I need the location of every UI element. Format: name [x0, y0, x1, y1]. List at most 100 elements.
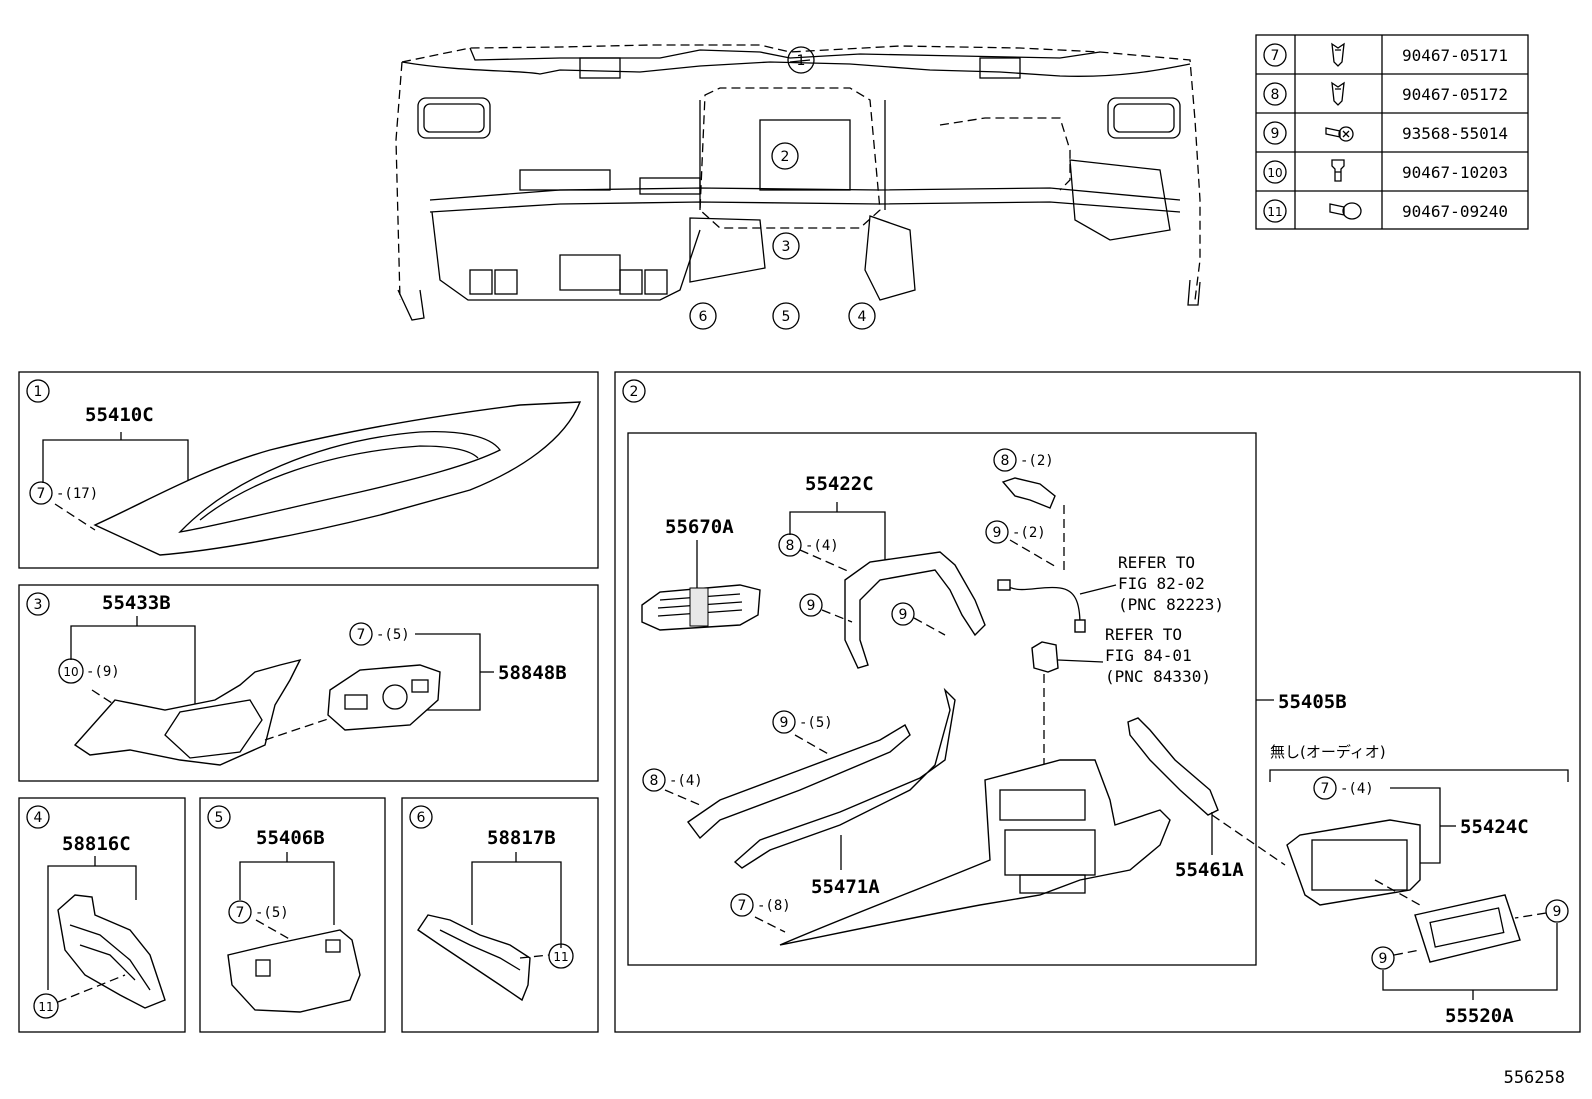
- panel-number: 2: [630, 384, 639, 400]
- air-vent-part-icon: [641, 584, 761, 631]
- callout: 8: [1001, 453, 1010, 469]
- quantity: -(4): [669, 773, 703, 789]
- callout: 7: [37, 486, 46, 502]
- panel-6: 6 58817B 11: [401, 797, 599, 1033]
- switch-bezel-part-icon: [327, 664, 441, 731]
- bracket-part-icon: [1001, 477, 1056, 509]
- reference-note: FIG 84-01: [1105, 646, 1192, 665]
- callout: 7: [357, 627, 366, 643]
- panel-4: 4 58816C 11: [18, 797, 186, 1033]
- callout: 10: [63, 665, 78, 679]
- panel-number: 3: [34, 597, 43, 613]
- table-part-number: 90467-10203: [1402, 163, 1508, 182]
- upper-panel-part-icon: [93, 401, 582, 556]
- panel-number: 6: [417, 810, 426, 826]
- side-garnish-part-icon: [1127, 717, 1219, 816]
- panel-number: 5: [215, 810, 224, 826]
- clip-icon: [1331, 42, 1345, 67]
- overview-callout: 2: [781, 149, 790, 165]
- callout: 8: [650, 773, 659, 789]
- part-label-55461A: 55461A: [1175, 859, 1244, 881]
- quantity: -(5): [799, 715, 833, 731]
- table-callout: 8: [1271, 87, 1280, 103]
- quantity: -(2): [1012, 525, 1046, 541]
- callout: 9: [1553, 904, 1562, 920]
- callout: 9: [899, 607, 908, 623]
- lower-cover-part-icon: [227, 929, 361, 1013]
- table-callout: 9: [1271, 126, 1280, 142]
- lower-panel-part-icon: [57, 894, 166, 1009]
- panel-2: 2 55405B 55670A 55422C 8 -(4) 9 9 8: [614, 371, 1581, 1033]
- clip-icon: [1331, 159, 1345, 182]
- quantity: -(4): [805, 538, 839, 554]
- table-row: 9 93568-55014: [1263, 121, 1508, 145]
- callout: 9: [1379, 951, 1388, 967]
- part-label-58816C: 58816C: [62, 833, 131, 855]
- overview-callout: 5: [782, 309, 791, 325]
- callout: 11: [553, 950, 568, 964]
- callout: 9: [780, 715, 789, 731]
- part-label-55424C: 55424C: [1460, 816, 1529, 838]
- part-label-58848B: 58848B: [498, 662, 567, 684]
- table-row: 8 90467-05172: [1263, 81, 1508, 106]
- part-label-55406B: 55406B: [256, 827, 325, 849]
- part-label-55471A: 55471A: [811, 876, 880, 898]
- table-callout: 7: [1271, 48, 1280, 64]
- lower-center-panel-part-icon: [73, 658, 341, 766]
- callout: 9: [807, 598, 816, 614]
- part-label-55520A: 55520A: [1445, 1005, 1514, 1027]
- wire-harness-part-icon: [997, 579, 1086, 633]
- overview-callout: 3: [782, 239, 791, 255]
- quantity: -(2): [1020, 453, 1054, 469]
- part-label-55405B: 55405B: [1278, 691, 1347, 713]
- reference-note: REFER TO: [1105, 625, 1182, 644]
- callout: 7: [738, 898, 747, 914]
- display-part-icon: [1414, 894, 1521, 963]
- figure-id: 556258: [1504, 1068, 1565, 1088]
- lower-side-panel-part-icon: [417, 914, 531, 1002]
- panel-5: 5 55406B 7 -(5): [199, 797, 386, 1033]
- quantity: -(4): [1340, 781, 1374, 797]
- callout: 7: [236, 905, 245, 921]
- screw-icon: [1325, 126, 1354, 142]
- quantity: -(5): [255, 905, 289, 921]
- reference-note: (PNC 82223): [1118, 595, 1224, 614]
- reference-note: (PNC 84330): [1105, 667, 1211, 686]
- callout: 11: [38, 1000, 53, 1014]
- quantity: -(9): [86, 664, 120, 680]
- panel-number: 4: [34, 810, 43, 826]
- reference-note: FIG 82-02: [1118, 574, 1205, 593]
- audio-bracket-part-icon: [1286, 819, 1421, 906]
- callout: 7: [1321, 781, 1330, 797]
- clip-icon: [1331, 81, 1345, 106]
- switch-part-icon: [1031, 641, 1059, 673]
- panel-1: 1 55410C 7 -(17): [18, 371, 599, 569]
- callout: 9: [993, 525, 1002, 541]
- overview-callout: 4: [858, 309, 867, 325]
- stack-bracket-part-icon: [844, 551, 986, 669]
- quantity: -(8): [757, 898, 791, 914]
- center-panel-part-icon: [779, 759, 1171, 946]
- dashboard-overview: 1 2 3 4 5 6: [395, 44, 1201, 330]
- rivet-icon: [1329, 202, 1362, 220]
- table-part-number: 90467-05172: [1402, 85, 1508, 104]
- table-row: 11 90467-09240: [1263, 199, 1508, 223]
- reference-note: REFER TO: [1118, 553, 1195, 572]
- part-label-55422C: 55422C: [805, 473, 874, 495]
- table-part-number: 90467-05171: [1402, 46, 1508, 65]
- callout: 8: [786, 538, 795, 554]
- table-callout: 11: [1267, 205, 1282, 219]
- fastener-table: 7 90467-05171 8 90467-05172 9 93568-5501…: [1255, 34, 1529, 230]
- table-callout: 10: [1267, 166, 1282, 180]
- part-label-55410C: 55410C: [85, 404, 154, 426]
- audio-note: 無し(オーディオ): [1270, 743, 1386, 761]
- part-label-55670A: 55670A: [665, 516, 734, 538]
- table-row: 7 90467-05171: [1263, 42, 1508, 67]
- panel-number: 1: [34, 384, 43, 400]
- table-part-number: 93568-55014: [1402, 124, 1508, 143]
- overview-callout: 1: [797, 53, 806, 69]
- quantity: -(17): [56, 486, 98, 502]
- panel-3: 3 55433B 10 -(9) 7 -(5) 58848B: [18, 584, 599, 782]
- table-part-number: 90467-09240: [1402, 202, 1508, 221]
